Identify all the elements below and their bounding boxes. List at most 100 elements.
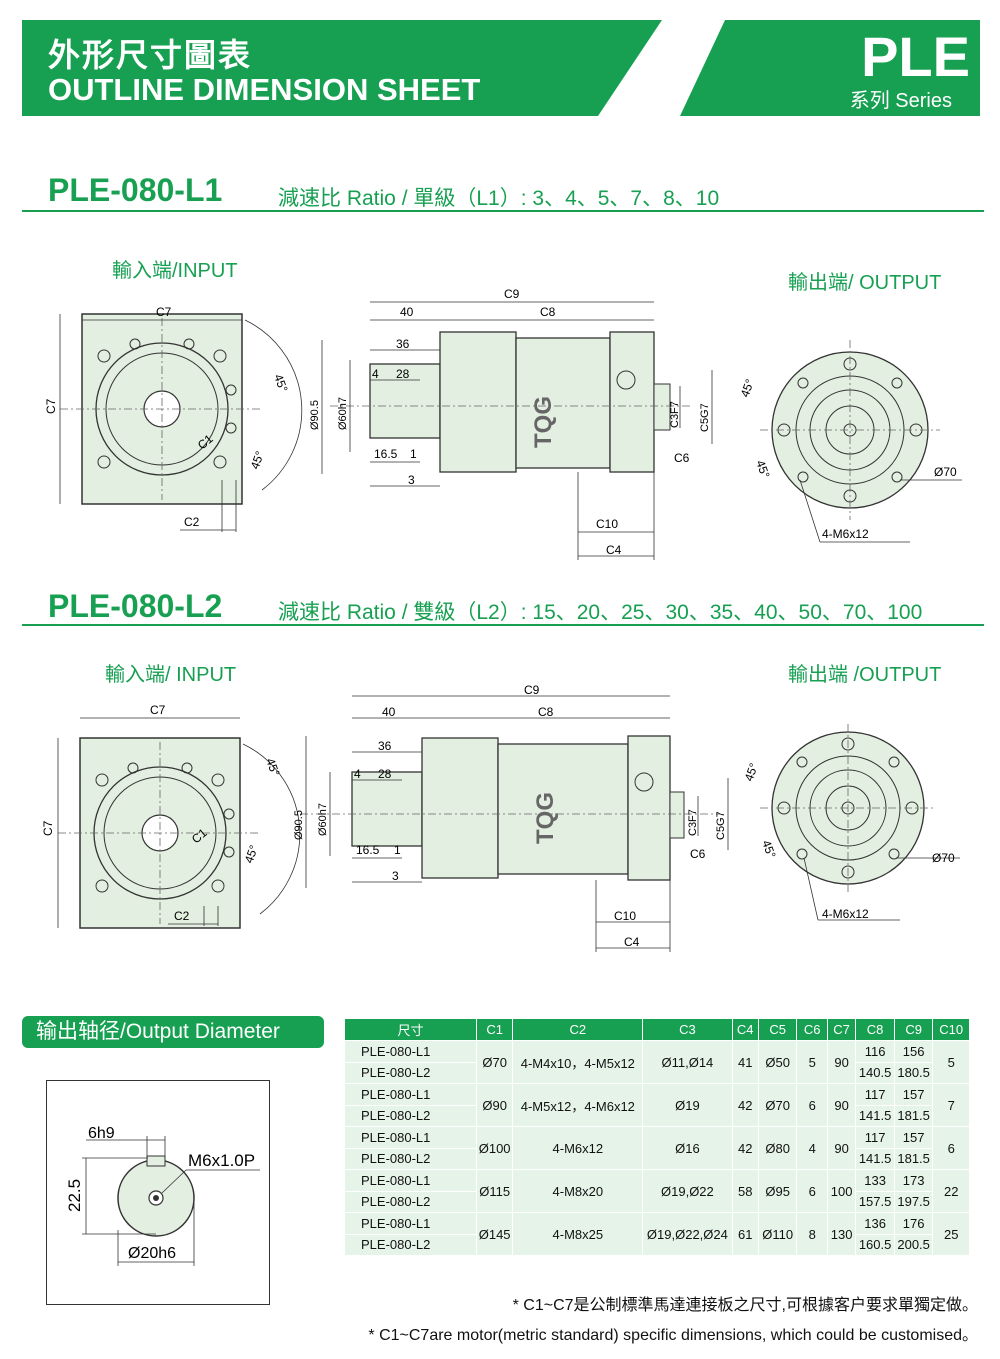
dim-c9: C9 — [524, 683, 540, 697]
input-label-l1: 輸入端/INPUT — [112, 260, 238, 282]
output-label-l2: 輸出端 /OUTPUT — [788, 664, 942, 686]
dim-bolt: 4-M6x12 — [822, 527, 869, 541]
series-code: PLE — [861, 25, 970, 88]
cell-model: PLE-080-L2 — [344, 1190, 477, 1213]
dim-36: 36 — [396, 337, 410, 351]
table-row: PLE-080-L1 Ø90 4-M5x12，4-M6x12 Ø19 42 Ø7… — [344, 1083, 970, 1127]
table-row: PLE-080-L2 160.5 200.5 — [344, 1233, 970, 1256]
cell-c3: Ø19,Ø22 — [642, 1169, 733, 1213]
dim-dia70: Ø70 — [934, 465, 957, 479]
cell-c4: 41 — [731, 1040, 759, 1084]
cell-c8: 133 — [855, 1169, 895, 1192]
dim-dia70: Ø70 — [932, 851, 955, 865]
dim-c8: C8 — [538, 705, 554, 719]
dim-angle-bottom: 45° — [248, 449, 267, 471]
dim-angle-top-out: 45° — [738, 377, 757, 399]
dim-angle-top: 45° — [271, 372, 290, 394]
cell-c5: Ø110 — [757, 1212, 798, 1256]
cell-c1: Ø100 — [475, 1126, 514, 1170]
dim-28: 28 — [396, 367, 410, 381]
page-title-en: OUTLINE DIMENSION SHEET — [48, 72, 481, 107]
brand-logo: TQG — [532, 792, 559, 844]
col-header: C8 — [855, 1018, 895, 1041]
dim-c4: C4 — [606, 543, 622, 557]
cell-c8: 140.5 — [855, 1061, 895, 1084]
series-banner — [680, 20, 980, 116]
cell-c1: Ø115 — [475, 1169, 514, 1213]
cell-c3: Ø11,Ø14 — [642, 1040, 733, 1084]
table-row: PLE-080-L1 Ø100 4-M6x12 Ø16 42 Ø80 4 90 … — [344, 1126, 970, 1170]
dim-bolt: 4-M6x12 — [822, 907, 869, 921]
page-title-cn: 外形尺寸圖表 — [48, 37, 253, 73]
input-flange-view: C7 C7 C1 C2 45° 45° — [44, 305, 303, 532]
col-header: 尺寸 — [344, 1018, 477, 1041]
dim-4: 4 — [354, 767, 361, 781]
cell-c6: 5 — [796, 1040, 828, 1084]
dim-1: 1 — [394, 843, 401, 857]
dim-1: 1 — [410, 447, 417, 461]
col-header: C10 — [932, 1018, 970, 1041]
dim-c7-side: C7 — [44, 398, 58, 414]
cell-c5: Ø95 — [757, 1169, 798, 1213]
col-header: C2 — [512, 1018, 644, 1041]
table-row: PLE-080-L2 157.5 197.5 — [344, 1190, 970, 1213]
cell-c2: 4-M4x10，4-M5x12 — [512, 1040, 644, 1084]
cell-model: PLE-080-L1 — [344, 1083, 477, 1106]
cell-model: PLE-080-L1 — [344, 1212, 477, 1235]
cell-c10: 6 — [932, 1126, 970, 1170]
table-row: PLE-080-L2 141.5 181.5 — [344, 1147, 970, 1170]
dim-diameter: Ø20h6 — [128, 1245, 176, 1262]
cell-c5: Ø50 — [757, 1040, 798, 1084]
cell-c9: 181.5 — [893, 1147, 934, 1170]
cell-model: PLE-080-L1 — [344, 1040, 477, 1063]
cell-c4: 42 — [731, 1126, 759, 1170]
dim-c4: C4 — [624, 935, 640, 949]
cell-c7: 90 — [826, 1040, 857, 1084]
dim-40: 40 — [400, 305, 414, 319]
cell-c1: Ø145 — [475, 1212, 514, 1256]
drawing-l2: C7 C7 C1 C2 45° 45° C9 C8 40 36 4 28 16.… — [41, 683, 960, 952]
output-flange-view: Ø70 4-M6x12 45° 45° — [738, 340, 962, 543]
drawing-l1: C7 C7 C1 C2 45° 45° C9 C8 40 36 4 28 16.… — [44, 287, 962, 560]
cell-c10: 5 — [932, 1040, 970, 1084]
input-flange-view: C7 C7 C1 C2 45° 45° — [41, 703, 301, 929]
dim-thread: M6x1.0P — [188, 1151, 255, 1170]
dim-16-5: 16.5 — [374, 447, 398, 461]
footnote-cn: * C1~C7是公制標準馬達連接板之尺寸,可根據客户要求單獨定做。 — [512, 1297, 978, 1314]
cell-c6: 8 — [796, 1212, 828, 1256]
cell-c1: Ø90 — [475, 1083, 514, 1127]
spec-table: 尺寸 C1 C2 C3 C4 C5 C6 C7 C8 C9 C10 PLE-08… — [344, 1018, 970, 1256]
col-header: C6 — [796, 1018, 828, 1041]
cell-model: PLE-080-L2 — [344, 1233, 477, 1256]
cell-c7: 90 — [826, 1083, 857, 1127]
dim-angle-top: 45° — [263, 756, 282, 778]
dim-c5: C5G7 — [715, 811, 727, 840]
table-row: PLE-080-L2 140.5 180.5 — [344, 1061, 970, 1084]
col-header: C9 — [893, 1018, 934, 1041]
cell-c5: Ø80 — [757, 1126, 798, 1170]
dim-height: 22.5 — [65, 1179, 84, 1212]
table-row: PLE-080-L1 Ø70 4-M4x10，4-M5x12 Ø11,Ø14 4… — [344, 1040, 970, 1084]
dim-c10: C10 — [614, 909, 636, 923]
cell-c3: Ø19,Ø22,Ø24 — [642, 1212, 733, 1256]
dim-c2: C2 — [184, 515, 200, 529]
dim-c6: C6 — [690, 847, 706, 861]
cell-c8: 160.5 — [855, 1233, 895, 1256]
dim-dia60: Ø60h7 — [317, 803, 329, 836]
dim-c8: C8 — [540, 305, 556, 319]
cell-model: PLE-080-L1 — [344, 1169, 477, 1192]
cell-model: PLE-080-L1 — [344, 1126, 477, 1149]
dim-c7-top: C7 — [150, 703, 166, 717]
dim-c5: C5G7 — [699, 403, 711, 432]
cell-c5: Ø70 — [757, 1083, 798, 1127]
col-header: C4 — [731, 1018, 759, 1041]
dim-28: 28 — [378, 767, 392, 781]
cell-c2: 4-M8x25 — [512, 1212, 644, 1256]
cell-c8: 116 — [855, 1040, 895, 1063]
dim-key-width: 6h9 — [88, 1125, 115, 1142]
output-flange-view: Ø70 4-M6x12 45° 45° — [742, 724, 960, 921]
dim-c7-side: C7 — [41, 820, 55, 836]
cell-c8: 141.5 — [855, 1104, 895, 1127]
col-header: C1 — [475, 1018, 514, 1041]
cell-c6: 6 — [796, 1169, 828, 1213]
